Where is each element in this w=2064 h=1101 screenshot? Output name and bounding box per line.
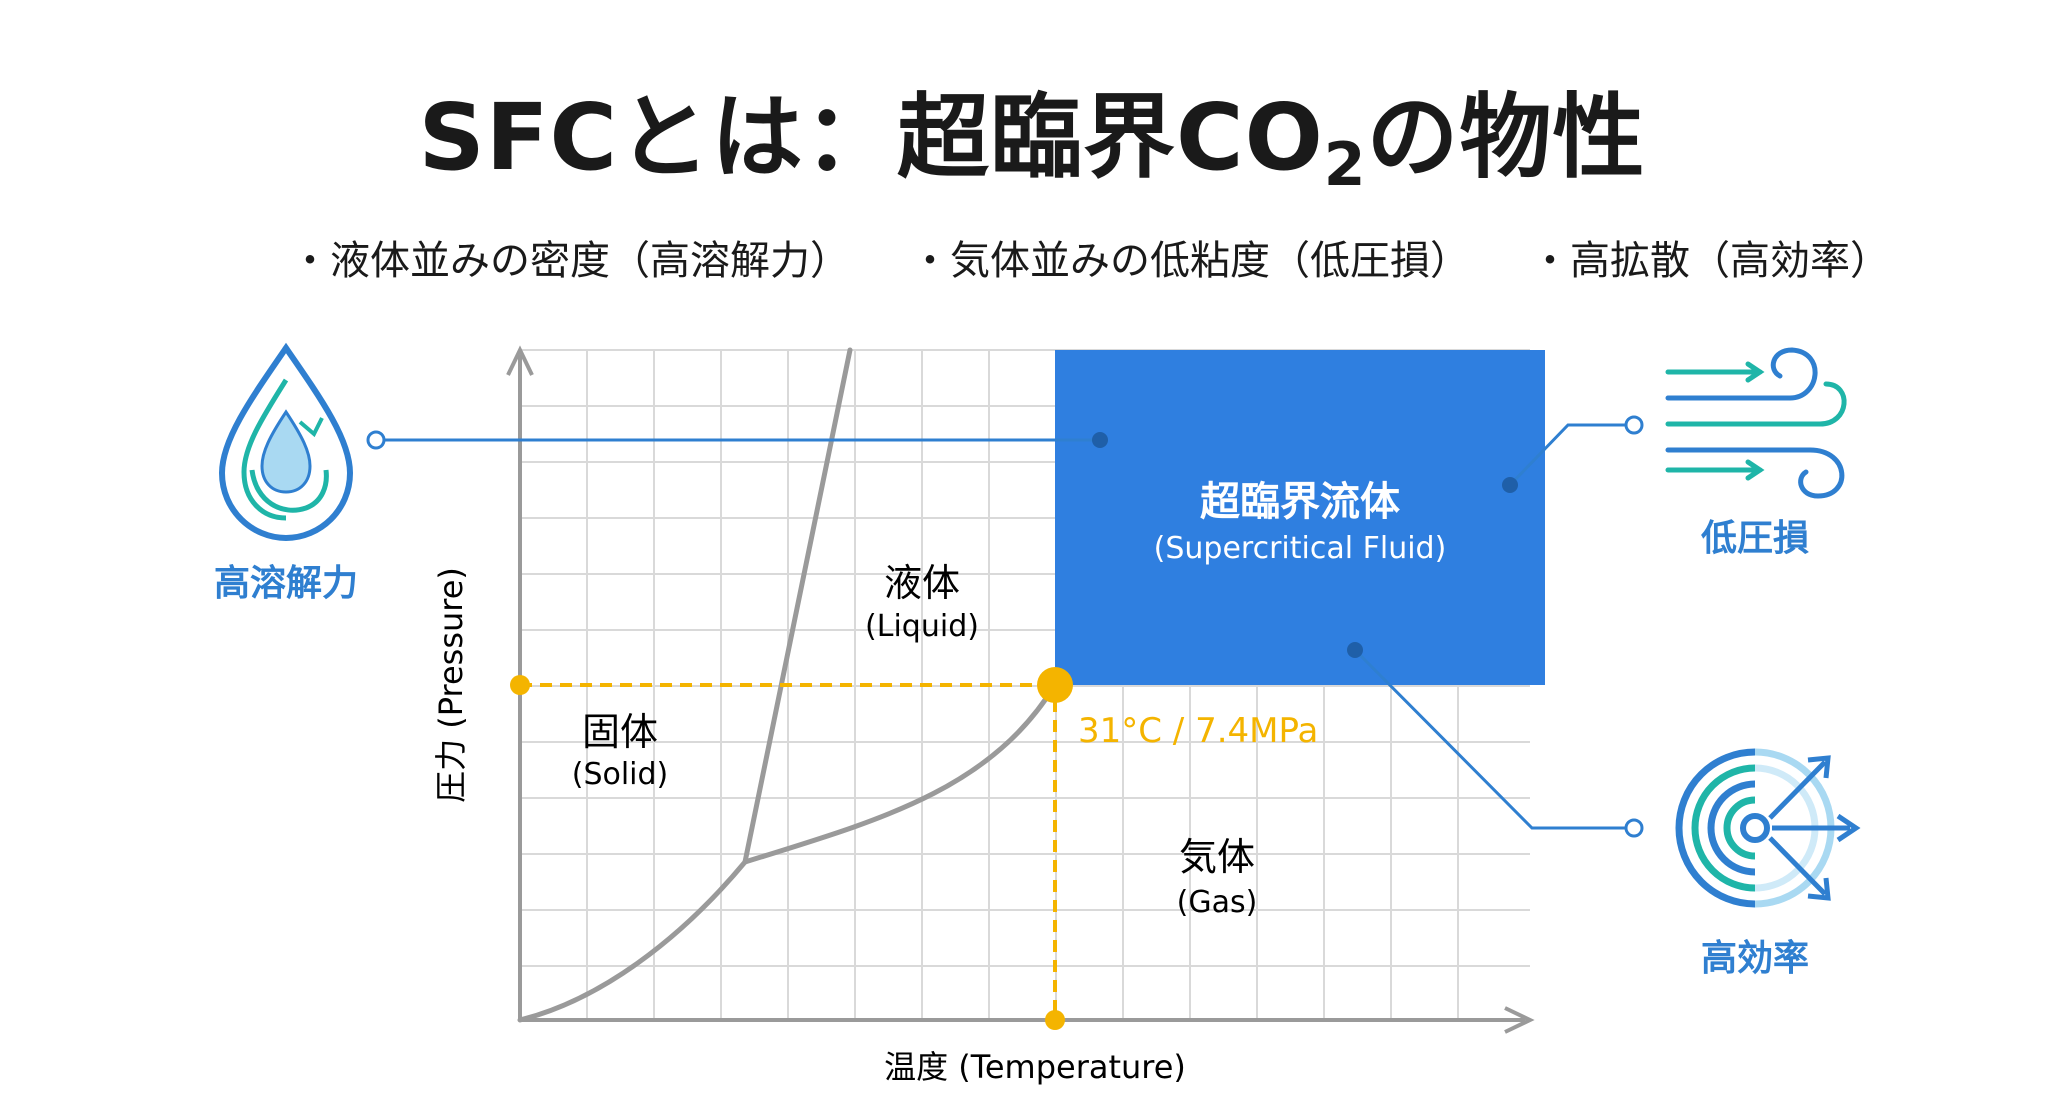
y-axis-arrow	[506, 345, 534, 376]
water-drop-icon	[218, 342, 354, 542]
critical-pressure-marker	[510, 675, 530, 695]
critical-point-label: 31°C / 7.4MPa	[1078, 711, 1318, 751]
bullet-diffusion: 高拡散（高効率）	[1530, 228, 1890, 286]
bullet-density: 液体並みの密度（高溶解力）	[290, 228, 850, 286]
liquid-label: 液体	[884, 561, 960, 605]
critical-point	[1037, 667, 1073, 703]
supercritical-label: 超臨界流体	[1200, 479, 1400, 525]
pressure-drop-connector-start	[1502, 477, 1518, 493]
vaporization-curve	[742, 682, 1058, 865]
diffusion-icon	[1675, 748, 1861, 908]
efficiency-connector	[1353, 648, 1630, 830]
efficiency-connector-start	[1347, 642, 1363, 658]
bullet-viscosity: 気体並みの低粘度（低圧損）	[910, 228, 1470, 286]
y-axis-label: 圧力 (Pressure)	[432, 567, 470, 803]
connector-dots	[366, 415, 1644, 838]
solvency-connector-end	[1092, 432, 1108, 448]
pressure-drop-label: 低圧損	[1701, 518, 1809, 559]
pressure-drop-connector-end	[1624, 415, 1644, 435]
phase-boundaries	[517, 347, 1058, 1023]
critical-guides	[520, 683, 1057, 1020]
gas-label: 気体	[1179, 835, 1255, 879]
supercritical-sublabel: (Supercritical Fluid)	[1154, 531, 1447, 566]
supercritical-region	[1055, 350, 1545, 685]
wind-icon	[1665, 347, 1847, 499]
property-bullets: 液体並みの密度（高溶解力） 気体並みの低粘度（低圧損） 高拡散（高効率）	[290, 228, 1890, 286]
page-title: SFCとは：超臨界CO2の物性	[418, 84, 1646, 200]
solid-label: 固体	[582, 710, 658, 754]
connectors	[376, 423, 1630, 830]
sublimation-curve	[517, 859, 748, 1023]
solid-sublabel: (Solid)	[572, 757, 669, 792]
x-axis-arrow	[1504, 1006, 1535, 1034]
efficiency-connector-end	[1624, 818, 1644, 838]
solvency-label: 高溶解力	[214, 563, 358, 604]
liquid-sublabel: (Liquid)	[865, 609, 979, 644]
gas-sublabel: (Gas)	[1177, 885, 1258, 920]
x-axis-label: 温度 (Temperature)	[884, 1048, 1186, 1086]
solvency-connector-start	[366, 430, 386, 450]
melting-curve	[742, 347, 853, 865]
efficiency-label: 高効率	[1701, 938, 1809, 979]
critical-temperature-marker	[1045, 1010, 1065, 1030]
pressure-drop-connector	[1508, 423, 1630, 487]
